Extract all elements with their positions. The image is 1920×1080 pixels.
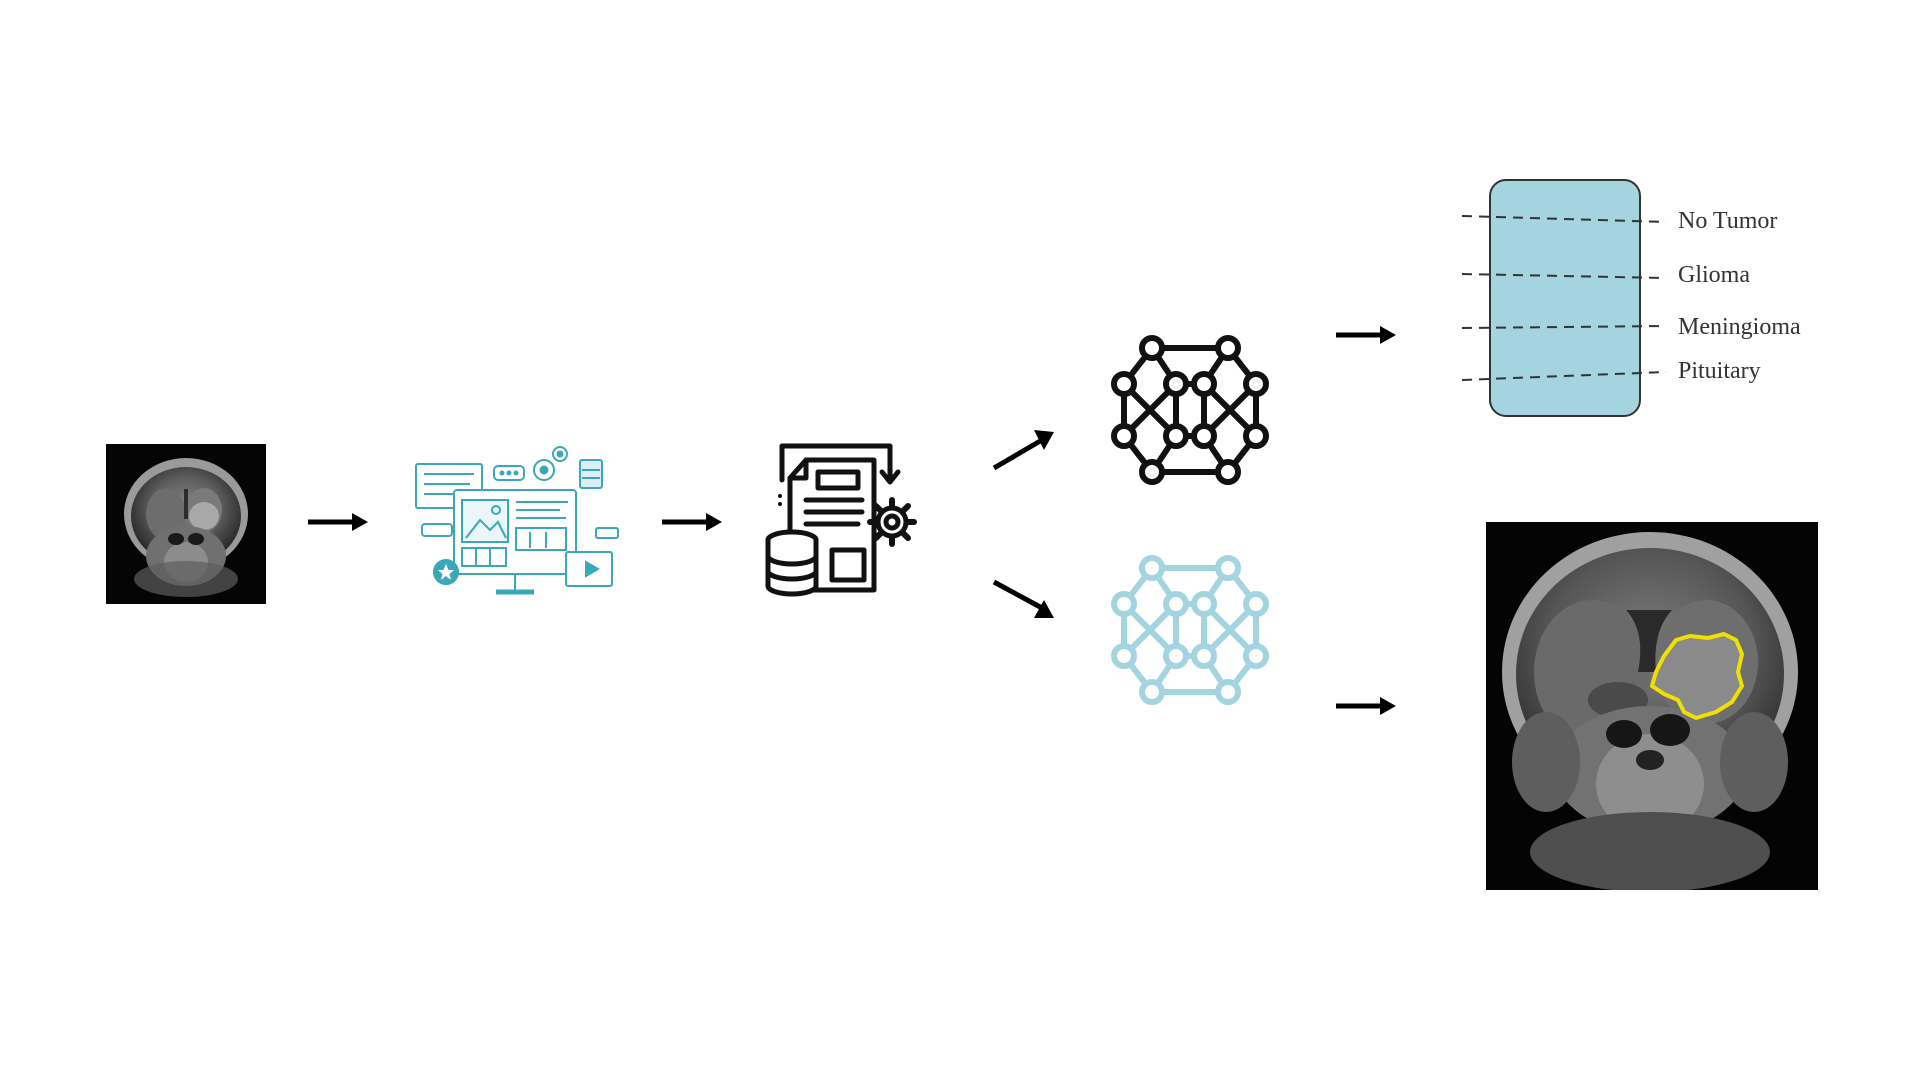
arrow-input-to-preprocess [306,510,370,534]
class-label-pituitary: Pituitary [1678,358,1761,384]
segmentation-output-image [1486,522,1818,890]
class-label-meningioma: Meningioma [1678,314,1801,340]
classification-output: No Tumor Glioma Meningioma Pituitary [1460,176,1801,426]
class-label-glioma: Glioma [1678,262,1750,288]
classification-network-icon [1110,330,1270,490]
arrow-to-segmentation-network [990,576,1060,626]
segmentation-network-icon [1110,550,1270,710]
class-label-no-tumor: No Tumor [1678,208,1778,234]
input-mri-image [106,444,266,604]
arrow-to-classification-output [1334,323,1398,347]
arrow-to-classification-network [990,424,1060,474]
arrow-preprocess-to-feature [660,510,724,534]
preprocessing-icon [410,440,622,604]
feature-extraction-icon [762,440,932,600]
arrow-to-segmentation-output [1334,694,1398,718]
